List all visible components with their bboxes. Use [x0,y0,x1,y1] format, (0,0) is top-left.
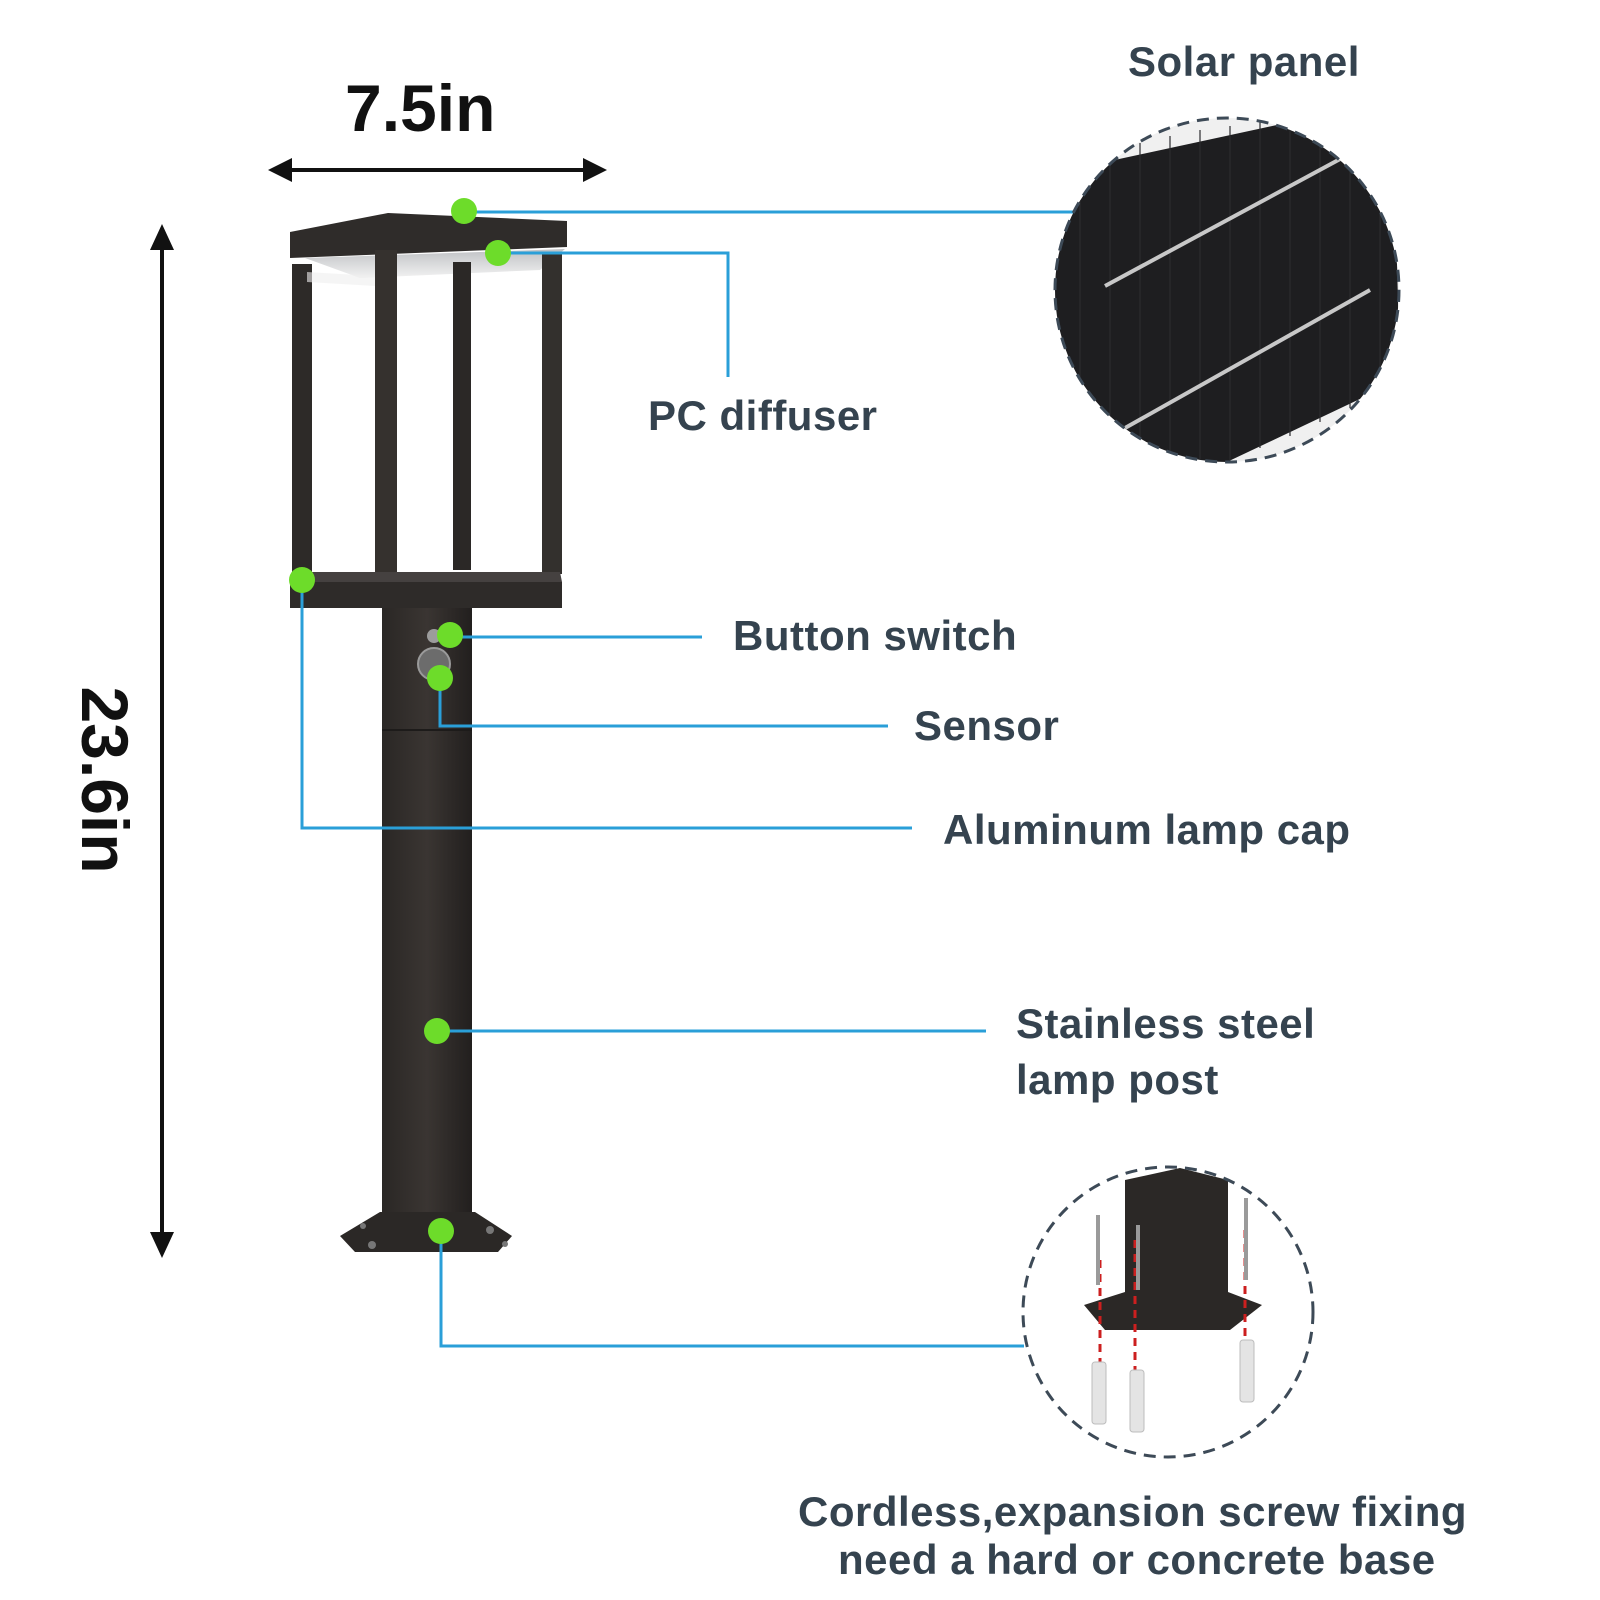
base-detail [1021,1165,1315,1459]
width-dimension-arrow [268,158,607,182]
button-switch-label: Button switch [733,612,1018,659]
lamp-post-marker [424,1018,450,1044]
button-switch-marker [437,622,463,648]
lamp-cap-marker [289,567,315,593]
sensor-marker [427,665,453,691]
lamp-post-label-line1: Stainless steel [1016,1000,1316,1047]
callout-lines [300,210,1090,1348]
lamp-post [340,608,512,1252]
installation-note-line1: Cordless,expansion screw fixing [798,1488,1468,1535]
height-dimension-label: 23.6in [68,686,142,874]
sensor-label: Sensor [914,702,1060,749]
lamp-cap-label: Aluminum lamp cap [943,806,1351,853]
lamp-post-label-line2: lamp post [1016,1056,1219,1103]
width-dimension-label: 7.5in [345,71,496,145]
solar-panel-marker [451,198,477,224]
pc-diffuser-label: PC diffuser [648,392,878,439]
solar-panel-label: Solar panel [1128,38,1360,85]
height-dimension-arrow [150,224,174,1258]
lamp-head [290,213,567,608]
solar-panel-detail [1053,116,1401,464]
callout-markers [289,198,511,1244]
installation-note-line2: need a hard or concrete base [838,1536,1436,1583]
base-marker [428,1218,454,1244]
diffuser-marker [485,240,511,266]
